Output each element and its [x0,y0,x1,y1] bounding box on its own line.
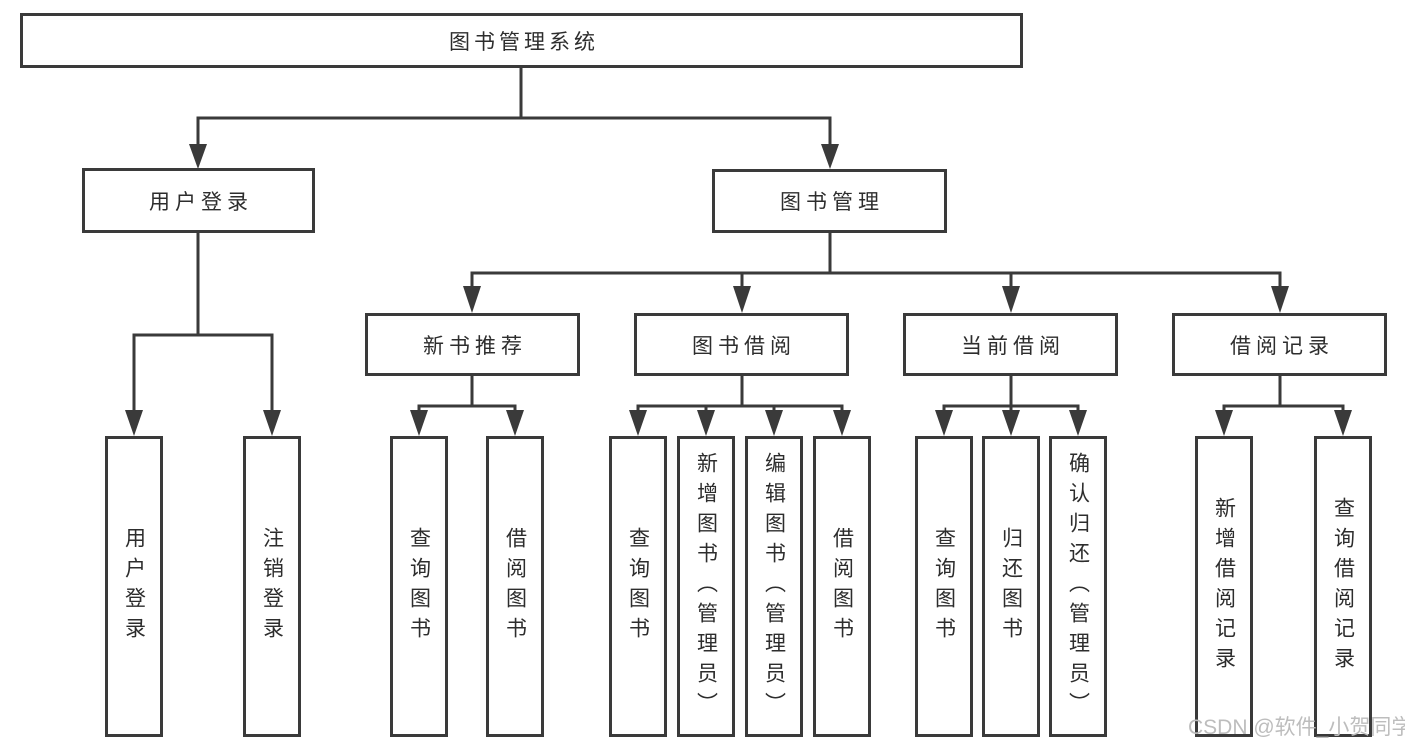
node-book-borrowing: 图书借阅 [634,313,849,376]
node-label: 用户登录 [149,190,253,214]
node-label: 注销登录 [260,526,284,647]
node-borrowing-records: 借阅记录 [1172,313,1387,376]
node-label: 查询图书 [407,526,431,647]
node-label: 确认归还（管理员） [1066,451,1090,722]
node-leaf-add-borrow-record: 新增借阅记录 [1195,436,1253,737]
node-label: 查询图书 [626,526,650,647]
node-leaf-confirm-return-admin: 确认归还（管理员） [1049,436,1107,737]
node-user-login: 用户登录 [82,168,315,233]
node-label: 查询借阅记录 [1331,496,1355,677]
node-book-management: 图书管理 [712,169,947,233]
node-leaf-query-books-recommend: 查询图书 [390,436,448,737]
node-label: 用户登录 [122,526,146,647]
node-library-system: 图书管理系统 [20,13,1023,68]
node-leaf-edit-books-admin: 编辑图书（管理员） [745,436,803,737]
node-leaf-logout: 注销登录 [243,436,301,737]
node-label: 当前借阅 [961,334,1065,358]
node-leaf-user-login: 用户登录 [105,436,163,737]
node-new-book-recommend: 新书推荐 [365,313,580,376]
node-label: 图书管理 [780,191,884,214]
node-label: 新书推荐 [423,334,527,358]
node-current-borrowing: 当前借阅 [903,313,1118,376]
csdn-watermark: CSDN @软件_小贺同学 [1188,716,1405,739]
node-label: 新增图书（管理员） [694,451,718,722]
node-leaf-borrow-books-recommend: 借阅图书 [486,436,544,737]
node-leaf-borrow-books: 借阅图书 [813,436,871,737]
node-label: 归还图书 [999,526,1023,647]
node-label: 图书借阅 [692,334,796,358]
node-leaf-add-books-admin: 新增图书（管理员） [677,436,735,737]
node-label: 图书管理系统 [449,30,599,54]
node-label: 编辑图书（管理员） [762,451,786,722]
node-leaf-return-books: 归还图书 [982,436,1040,737]
node-label: 新增借阅记录 [1212,496,1236,677]
node-label: 借阅图书 [830,526,854,647]
node-leaf-query-borrow-record: 查询借阅记录 [1314,436,1372,737]
node-leaf-query-books-current: 查询图书 [915,436,973,737]
node-leaf-query-books-borrowing: 查询图书 [609,436,667,737]
node-label: 借阅记录 [1230,334,1334,358]
node-label: 查询图书 [932,526,956,647]
node-label: 借阅图书 [503,526,527,647]
